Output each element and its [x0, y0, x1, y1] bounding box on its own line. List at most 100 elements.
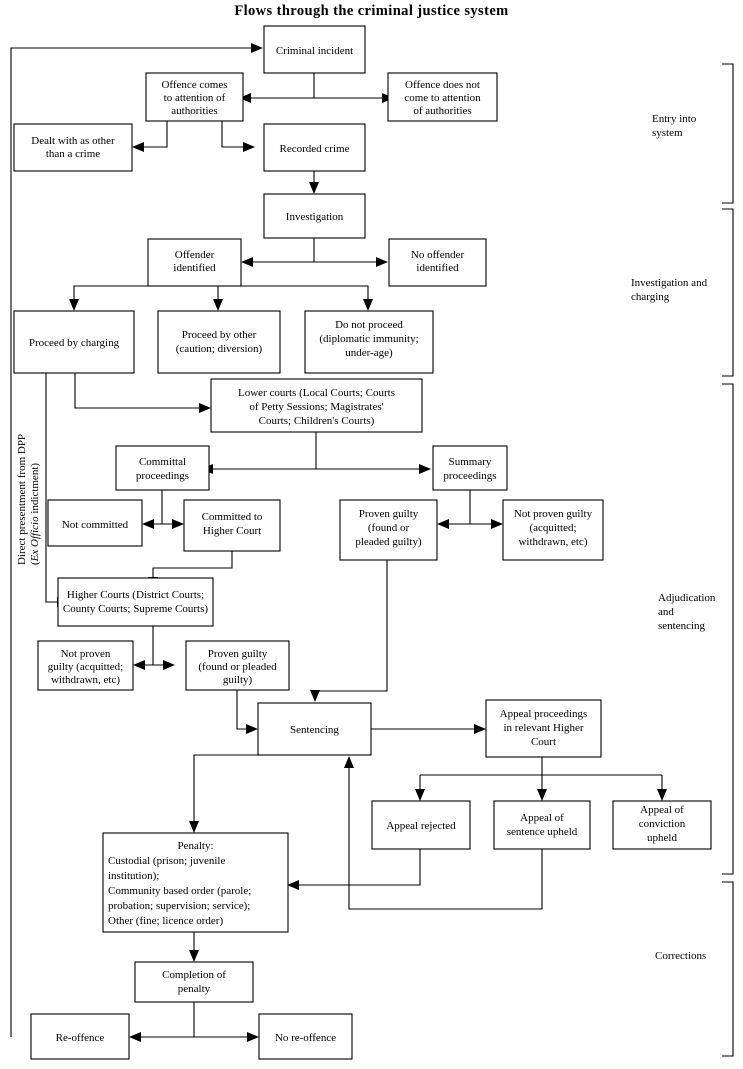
node-recorded-crime[interactable]: Recorded crime — [263, 123, 366, 172]
node-label-line2: (found or pleaded — [198, 661, 277, 673]
arrowhead-re-offence — [129, 1032, 141, 1042]
node-committal-proceedings[interactable]: Committal proceedings — [115, 445, 210, 491]
node-sentencing[interactable]: Sentencing — [257, 702, 372, 756]
node-dealt-with-other-than-crime[interactable]: Dealt with as other than a crime — [13, 123, 133, 172]
node-label-line3: guilty) — [223, 674, 253, 686]
arrowhead-sentencing-left — [246, 724, 258, 734]
node-label-line2: Higher Court — [203, 525, 261, 537]
node-label-line1: Appeal of — [520, 812, 564, 824]
node-label: Not committed — [62, 519, 129, 531]
node-higher-courts[interactable]: Higher Courts (District Courts; County C… — [57, 577, 214, 627]
node-appeal-conviction-upheld[interactable]: Appeal of conviction upheld — [612, 800, 712, 850]
node-summary-proceedings[interactable]: Summary proceedings — [432, 445, 508, 491]
conn-reoffence-to-criminal-incident — [10, 47, 252, 1037]
arrowhead-do-not-proceed — [363, 299, 373, 311]
node-label-line1: Offence comes — [161, 79, 227, 91]
node-label-line1: Not proven guilty — [514, 508, 593, 520]
node-label-line6: Other (fine; licence order) — [108, 915, 223, 927]
node-label-line2: County Courts; Supreme Courts) — [63, 603, 208, 615]
conn-offence-to-recorded-crime — [221, 121, 244, 148]
node-label-line3: institution); — [108, 870, 159, 882]
side-label-line2: (Ex Officio indictment) — [29, 463, 41, 565]
node-label-line2: conviction — [639, 818, 686, 830]
bracket-label-line1: Entry into — [652, 113, 697, 125]
node-penalty[interactable]: Penalty: Custodial (prison; juvenile ins… — [102, 832, 289, 933]
node-criminal-incident[interactable]: Criminal incident — [263, 25, 366, 74]
node-label-line2: (diplomatic immunity; — [319, 333, 418, 345]
arrowhead-recorded-crime — [243, 142, 255, 152]
node-label-line1: Proceed by other — [182, 329, 257, 341]
arrowhead-penalty-right — [287, 880, 299, 890]
node-label-line2: than a crime — [46, 148, 100, 160]
page-title: Flows through the criminal justice syste… — [234, 3, 509, 19]
node-offence-comes-to-attention[interactable]: Offence comes to attention of authoritie… — [145, 72, 244, 122]
node-appeal-proceedings[interactable]: Appeal proceedings in relevant Higher Co… — [485, 699, 602, 758]
node-label-line1: Appeal of — [640, 804, 684, 816]
node-appeal-sentence-upheld[interactable]: Appeal of sentence upheld — [493, 800, 591, 850]
node-label-line2: identified — [173, 262, 216, 274]
node-label: Re-offence — [56, 1032, 105, 1044]
arrowhead-proceed-charging — [69, 299, 79, 311]
node-label-line2: proceedings — [443, 470, 496, 482]
node-offence-not-come-to-attention[interactable]: Offence does not come to attention of au… — [387, 72, 498, 122]
node-offender-identified[interactable]: Offender identified — [147, 238, 242, 287]
node-label-line1: Summary — [449, 456, 492, 468]
arrowhead-offender-identified — [241, 257, 253, 267]
node-lower-courts[interactable]: Lower courts (Local Courts; Courts of Pe… — [210, 378, 423, 433]
node-label-line5: probation; supervision; service); — [108, 900, 250, 912]
node-committed-to-higher-court[interactable]: Committed to Higher Court — [183, 499, 281, 552]
node-not-proven-guilty-summary[interactable]: Not proven guilty (acquitted; withdrawn,… — [502, 499, 604, 561]
node-investigation[interactable]: Investigation — [263, 193, 366, 239]
node-label-line2: proceedings — [136, 470, 189, 482]
node-label-line3: Courts; Children's Courts) — [259, 415, 375, 427]
arrowhead-committed-higher-court — [172, 519, 184, 529]
arrowhead-not-proven-guilty-summary — [491, 519, 503, 529]
arrowhead-no-offender-identified — [376, 257, 388, 267]
conn-sentence-upheld-to-sentencing — [348, 767, 543, 910]
node-do-not-proceed[interactable]: Do not proceed (diplomatic immunity; und… — [304, 310, 434, 374]
arrowhead-proven-guilty-summary — [437, 519, 449, 529]
bracket-investigation-and-charging: Investigation and charging — [631, 208, 734, 377]
node-proceed-by-other[interactable]: Proceed by other (caution; diversion) — [157, 310, 281, 374]
node-label-line2: penalty — [178, 983, 211, 995]
node-label-line3: pleaded guilty) — [355, 536, 422, 548]
conn-offender-to-proceed-charging — [73, 285, 148, 300]
node-label: Proceed by charging — [29, 337, 120, 349]
arrowhead-lower-courts — [199, 403, 211, 413]
arrowhead-investigation — [309, 182, 319, 194]
node-label-line1: Offender — [175, 249, 215, 261]
arrowhead-appeal-proceedings — [474, 724, 486, 734]
bracket-label-line1: Investigation and — [631, 277, 708, 289]
conn-appeal-rejected-to-penalty — [298, 849, 421, 886]
node-appeal-rejected[interactable]: Appeal rejected — [371, 800, 471, 850]
node-label-line1: Proven guilty — [208, 648, 268, 660]
node-proceed-by-charging[interactable]: Proceed by charging — [13, 310, 135, 374]
node-not-committed[interactable]: Not committed — [47, 499, 143, 547]
arrowhead-summary-proceedings — [419, 464, 431, 474]
connectors — [10, 43, 667, 1042]
node-label-line3: withdrawn, etc) — [518, 536, 587, 548]
node-completion-of-penalty[interactable]: Completion of penalty — [134, 961, 254, 1003]
node-label-line3: authorities — [171, 105, 217, 117]
arrowhead-dealt-with — [132, 142, 144, 152]
arrowhead-sentencing-bottom — [344, 756, 354, 768]
node-label-line1: Offence does not — [405, 79, 480, 91]
node-label-line2: (acquitted; — [529, 522, 576, 534]
side-label-dpp: Direct presentment from DPP (Ex Officio … — [16, 434, 41, 565]
arrowhead-criminal-incident-left — [251, 43, 263, 53]
node-label-line1: Dealt with as other — [31, 135, 115, 147]
node-not-proven-guilty-higher[interactable]: Not proven guilty (acquitted; withdrawn,… — [37, 640, 134, 691]
node-proven-guilty-summary[interactable]: Proven guilty (found or pleaded guilty) — [339, 499, 438, 561]
node-no-re-offence[interactable]: No re-offence — [258, 1013, 353, 1060]
arrowhead-appeal-sentence-upheld — [537, 789, 547, 801]
node-label-line2: of Petty Sessions; Magistrates' — [249, 401, 383, 413]
bracket-label-line2: charging — [631, 291, 670, 303]
node-proven-guilty-higher[interactable]: Proven guilty (found or pleaded guilty) — [185, 640, 290, 691]
bracket-label-line2: and — [658, 606, 674, 618]
conn-offence-to-dealt-with — [143, 121, 168, 148]
node-re-offence[interactable]: Re-offence — [30, 1013, 130, 1060]
node-label-line1: Completion of — [162, 969, 226, 981]
conn-committed-to-higher-courts — [152, 551, 233, 578]
node-no-offender-identified[interactable]: No offender identified — [388, 238, 487, 287]
